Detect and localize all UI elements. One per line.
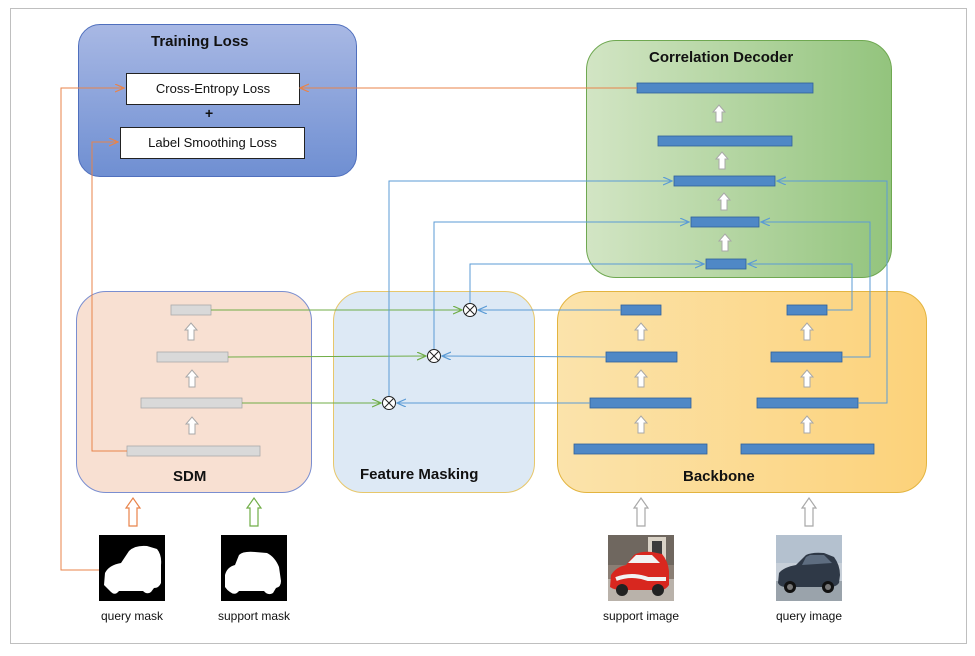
training-loss-title: Training Loss [151, 33, 249, 50]
masked-feature-arrow-3 [388, 181, 672, 396]
mask-arrow-2 [227, 356, 426, 357]
query-feature-arrow-3 [777, 181, 888, 404]
decoder-bar-3 [673, 175, 776, 187]
support-up-arrow-1 [634, 322, 648, 341]
plus-sign: + [205, 105, 214, 121]
support-mask-image [221, 535, 287, 601]
sdm-up-arrow-1 [184, 322, 198, 341]
multiply-node-2 [427, 349, 441, 363]
query-image-caption: query image [775, 609, 843, 623]
correlation-decoder-panel: Correlation Decoder [586, 40, 892, 278]
label-smoothing-loss-box: Label Smoothing Loss [120, 127, 305, 159]
query-mask-image [99, 535, 165, 601]
sdm-bar-4 [126, 445, 261, 457]
query-up-arrow-2 [800, 369, 814, 388]
query-backbone-bar-4 [740, 443, 875, 455]
sdm-up-arrow-3 [185, 416, 199, 435]
support-mask-input-arrow [246, 497, 262, 527]
support-up-arrow-3 [634, 415, 648, 434]
query-mask-caption: query mask [100, 609, 164, 623]
backbone-title: Backbone [683, 468, 755, 485]
decoder-bar-4 [690, 216, 760, 228]
decoder-up-arrow-2 [715, 151, 729, 170]
decoder-bar-2 [657, 135, 793, 147]
decoder-bar-1 [636, 82, 814, 94]
correlation-decoder-title: Correlation Decoder [649, 49, 794, 66]
query-up-arrow-3 [800, 415, 814, 434]
support-image-input-arrow [633, 497, 649, 527]
support-mask-caption: support mask [217, 609, 291, 623]
sdm-up-arrow-2 [185, 369, 199, 388]
query-feature-arrow-2 [761, 222, 871, 358]
query-backbone-bar-3 [756, 397, 859, 409]
support-up-arrow-2 [634, 369, 648, 388]
decoder-up-arrow-3 [717, 192, 731, 211]
sdm-title: SDM [173, 468, 207, 485]
masked-feature-arrow-1 [469, 264, 704, 303]
support-backbone-bar-4 [573, 443, 708, 455]
decoder-up-arrow-4 [718, 233, 732, 252]
sdm-bar-3 [140, 397, 243, 409]
query-backbone-bar-2 [770, 351, 843, 363]
support-image-caption: support image [602, 609, 680, 623]
query-feature-arrow-1 [748, 264, 853, 311]
decoder-up-arrow-1 [712, 104, 726, 123]
support-backbone-bar-1 [620, 304, 662, 316]
query-image [776, 535, 842, 601]
multiply-node-3 [382, 396, 396, 410]
sdm-bar-1 [170, 304, 212, 316]
support-image [608, 535, 674, 601]
support-backbone-bar-2 [605, 351, 678, 363]
decoder-bar-5 [705, 258, 747, 270]
query-image-input-arrow [801, 497, 817, 527]
query-up-arrow-1 [800, 322, 814, 341]
sdm-bar-2 [156, 351, 229, 363]
support-backbone-bar-3 [589, 397, 692, 409]
query-backbone-bar-1 [786, 304, 828, 316]
sdm-to-label-smoothing-arrow [91, 142, 127, 452]
query-mask-input-arrow [125, 497, 141, 527]
multiply-node-1 [463, 303, 477, 317]
masked-feature-arrow-2 [433, 222, 689, 349]
support-feature-arrow-2 [442, 356, 607, 357]
query-mask-to-cross-entropy-arrow [60, 88, 124, 571]
feature-masking-title: Feature Masking [360, 466, 479, 483]
backbone-panel: Backbone [557, 291, 927, 493]
sdm-panel: SDM [76, 291, 312, 493]
